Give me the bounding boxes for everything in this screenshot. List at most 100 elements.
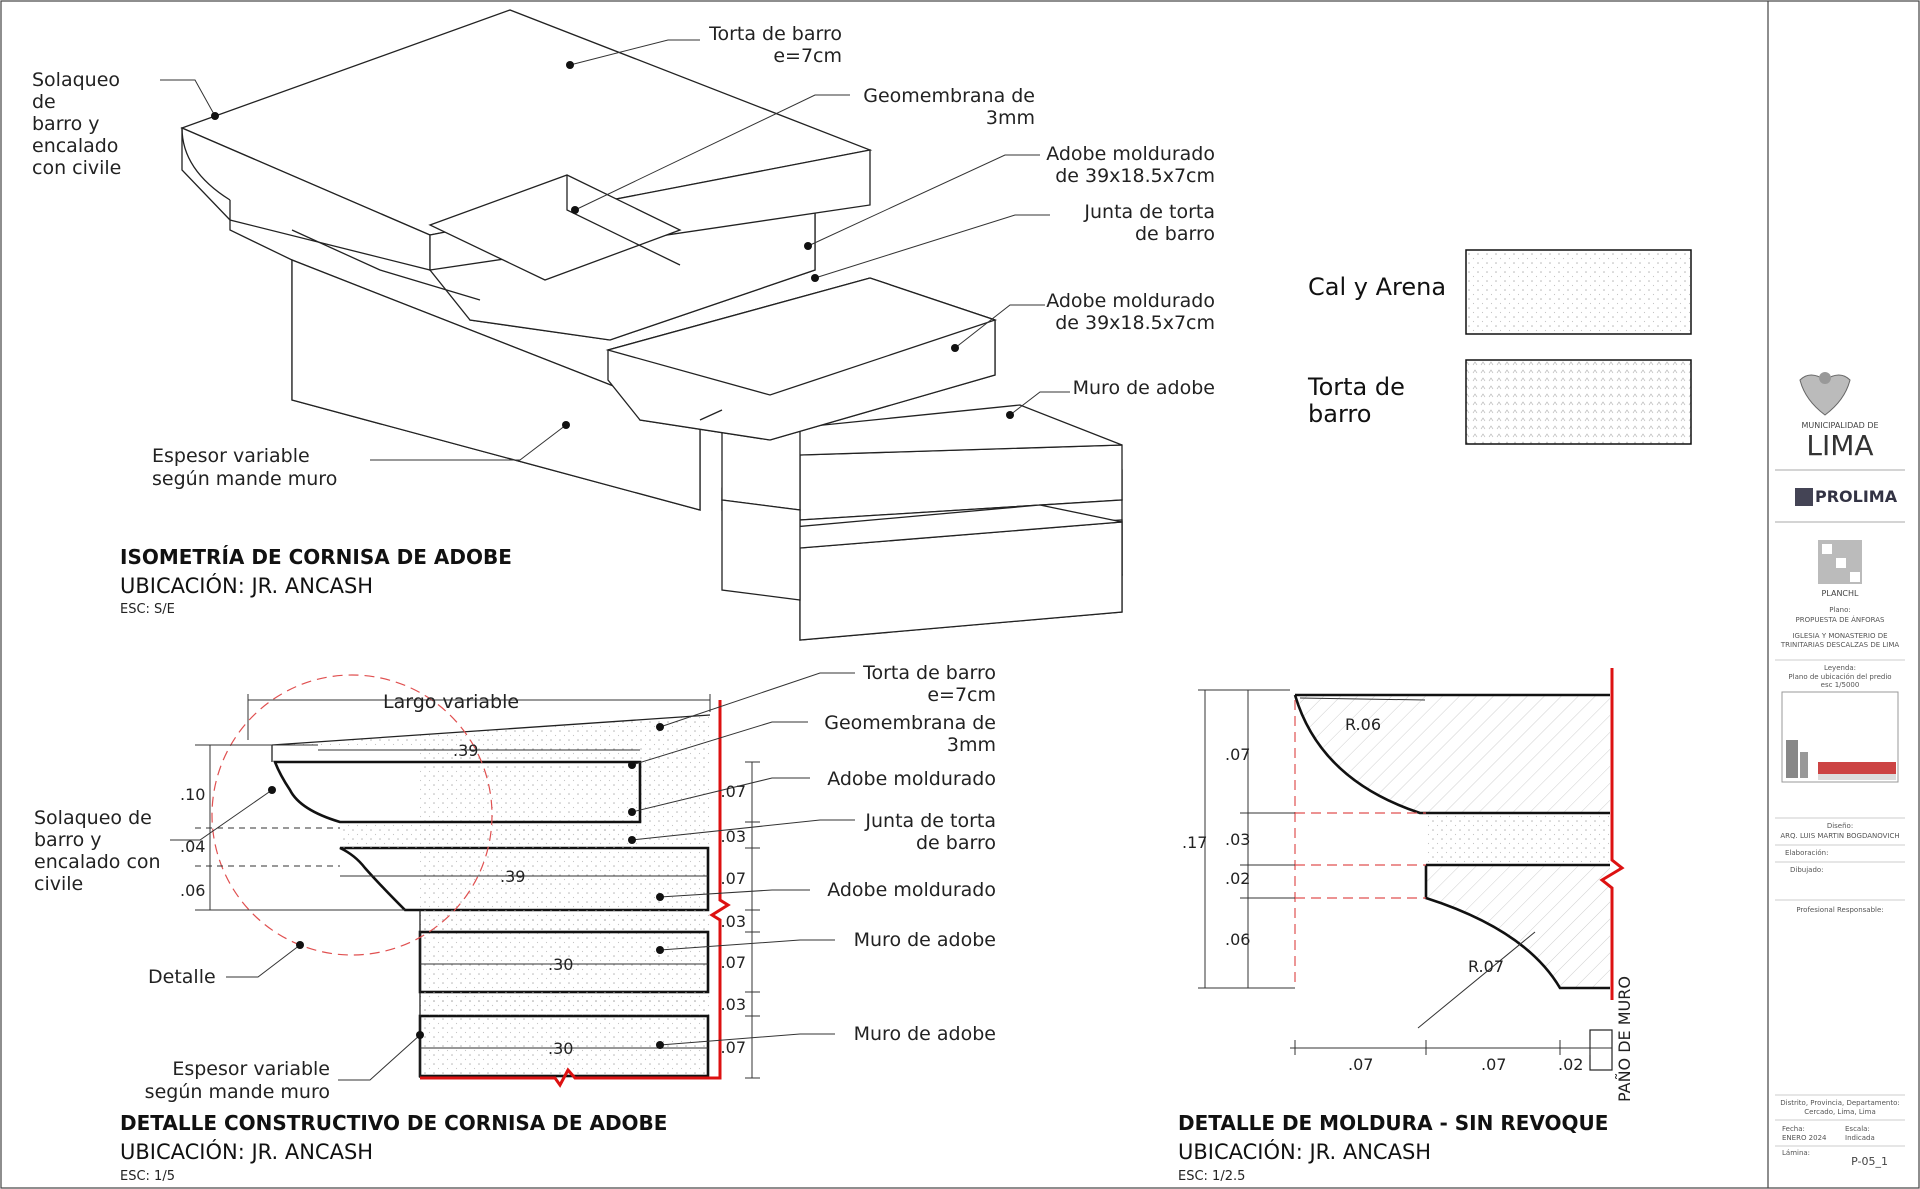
moldura-location: UBICACIÓN: JR. ANCASH [1178, 1139, 1431, 1164]
tb-lima: LIMA [1806, 429, 1873, 462]
detail-torta-1: Torta de barro [862, 662, 996, 684]
iso-location: UBICACIÓN: JR. ANCASH [120, 573, 373, 598]
moldura-dim-v17: .17 [1182, 833, 1207, 852]
moldura-scale: ESC: 1/2.5 [1178, 1169, 1245, 1184]
detail-solaqueo-4: civile [34, 873, 83, 895]
detail-location: UBICACIÓN: JR. ANCASH [120, 1139, 373, 1164]
detail-torta-2: e=7cm [927, 684, 996, 706]
iso-espesor-2: según mande muro [152, 468, 337, 490]
tb-escala-val: Indicada [1845, 1134, 1875, 1142]
detail-adobe1: Adobe moldurado [827, 768, 996, 790]
detail-dim-r03c: .03 [721, 995, 746, 1014]
iso-solaqueo-5: con civile [32, 157, 121, 179]
tb-dibujo-label: Dibujado: [1790, 866, 1824, 874]
tb-leyenda-1: Plano de ubicación del predio [1788, 673, 1891, 681]
iso-adobe2-1: Adobe moldurado [1046, 290, 1215, 312]
tb-elaboracion-label: Elaboración: [1785, 849, 1828, 857]
detail-espesor-2: según mande muro [145, 1081, 330, 1103]
iso-junta-1: Junta de torta [1083, 201, 1215, 223]
tb-proyecto-2: TRINITARIAS DESCALZAS DE LIMA [1780, 641, 1900, 649]
detail-dim-30a: .30 [548, 955, 573, 974]
legend-torta-1: Torta de [1307, 373, 1405, 401]
iso-espesor-1: Espesor variable [152, 445, 310, 467]
detail-largo-variable: Largo variable [383, 691, 519, 713]
tb-fecha-val: ENERO 2024 [1782, 1134, 1827, 1142]
iso-torta-1: Torta de barro [708, 23, 842, 45]
iso-adobe1-1: Adobe moldurado [1046, 143, 1215, 165]
planchi-logo-icon [1818, 540, 1862, 584]
tb-proyecto-1: IGLESIA Y MONASTERIO DE [1792, 632, 1887, 640]
detail-solaqueo-1: Solaqueo de [34, 807, 152, 829]
lima-crest-icon [1799, 372, 1851, 416]
tb-prolima: PROLIMA [1815, 487, 1898, 506]
detail-leaders [170, 672, 855, 1081]
iso-solaqueo-1: Solaqueo [32, 69, 120, 91]
moldura-labels: R.06 R.07 PAÑO DE MURO .07 .17 .03 .02 .… [1178, 715, 1634, 1184]
isometric-leaders [160, 39, 1070, 461]
iso-torta-2: e=7cm [773, 45, 842, 67]
moldura-r06: R.06 [1345, 715, 1381, 734]
detail-geomembrana-1: Geomembrana de [824, 712, 996, 734]
detail-junta-1: Junta de torta [864, 810, 996, 832]
detail-detalle: Detalle [148, 966, 216, 988]
tb-municipalidad: MUNICIPALIDAD DE [1801, 421, 1878, 430]
moldura-dim-v03: .03 [1225, 830, 1250, 849]
iso-solaqueo-4: encalado [32, 135, 118, 157]
tb-plano-label: Plano: [1829, 606, 1851, 614]
detail-dim-39b: .39 [500, 867, 525, 886]
iso-geomembrana-1: Geomembrana de [863, 85, 1035, 107]
detail-dim-r07d: .07 [721, 1038, 746, 1057]
moldura-title: DETALLE DE MOLDURA - SIN REVOQUE [1178, 1111, 1608, 1135]
iso-muro: Muro de adobe [1073, 377, 1215, 399]
detail-dim-04: .04 [180, 837, 205, 856]
detail-dim-06: .06 [180, 881, 205, 900]
tb-leyenda-label: Leyenda: [1824, 664, 1856, 672]
detail-labels: Largo variable Torta de barro e=7cm Geom… [34, 662, 996, 1184]
iso-adobe2-2: de 39x18.5x7cm [1055, 312, 1215, 334]
title-block: MUNICIPALIDAD DE LIMA PROLIMA PLANCHL Pl… [1775, 372, 1905, 1168]
moldura-detail-drawing [1198, 668, 1625, 1071]
tb-distrito-label: Distrito, Provincia, Departamento: [1780, 1099, 1899, 1107]
moldura-dim-h07a: .07 [1348, 1055, 1373, 1074]
legend-cal-arena: Cal y Arena [1308, 273, 1446, 301]
tb-plano-1: PROPUESTA DE ÁNFORAS [1796, 615, 1886, 624]
detail-scale: ESC: 1/5 [120, 1169, 175, 1184]
moldura-dim-v06: .06 [1225, 930, 1250, 949]
tb-lamina-val: P-05_1 [1851, 1155, 1888, 1168]
detail-geomembrana-2: 3mm [947, 734, 996, 756]
moldura-pano-muro: PAÑO DE MURO [1615, 976, 1634, 1102]
isometric-drawing [180, 9, 1123, 641]
detail-dim-r03b: .03 [721, 912, 746, 931]
legend-torta-swatch [1465, 359, 1692, 445]
iso-adobe1-2: de 39x18.5x7cm [1055, 165, 1215, 187]
tb-distrito-val: Cercado, Lima, Lima [1804, 1108, 1876, 1116]
tb-diseno-label: Diseño: [1827, 822, 1853, 830]
detail-muro2: Muro de adobe [854, 1023, 996, 1045]
moldura-r07: R.07 [1468, 957, 1504, 976]
iso-solaqueo-3: barro y [32, 113, 99, 135]
material-legend: Cal y Arena Torta de barro [1307, 249, 1692, 445]
detail-dim-10: .10 [180, 785, 205, 804]
detail-dim-39a: .39 [453, 741, 478, 760]
moldura-dim-h02: .02 [1558, 1055, 1583, 1074]
iso-solaqueo-2: de [32, 91, 56, 113]
moldura-dim-h07b: .07 [1481, 1055, 1506, 1074]
detail-muro1: Muro de adobe [854, 929, 996, 951]
iso-scale: ESC: S/E [120, 602, 175, 617]
iso-junta-2: de barro [1135, 223, 1215, 245]
legend-torta-2: barro [1308, 400, 1371, 428]
tb-escala-label: Escala: [1845, 1125, 1870, 1133]
tb-diseno-val: ARQ. LUIS MARTIN BOGDANOVICH [1780, 832, 1899, 840]
tb-planchi: PLANCHL [1822, 589, 1860, 598]
tb-fecha-label: Fecha: [1782, 1125, 1805, 1133]
tb-profesional-label: Profesional Responsable: [1796, 906, 1883, 914]
tb-lamina-label: Lámina: [1782, 1149, 1810, 1157]
isometric-labels: Solaqueo de barro y encalado con civile … [32, 23, 1215, 617]
detail-dim-r03a: .03 [721, 827, 746, 846]
detail-dim-r07c: .07 [721, 953, 746, 972]
detail-espesor-1: Espesor variable [172, 1058, 330, 1080]
detail-solaqueo-3: encalado con [34, 851, 161, 873]
detail-dim-r07a: .07 [721, 782, 746, 801]
